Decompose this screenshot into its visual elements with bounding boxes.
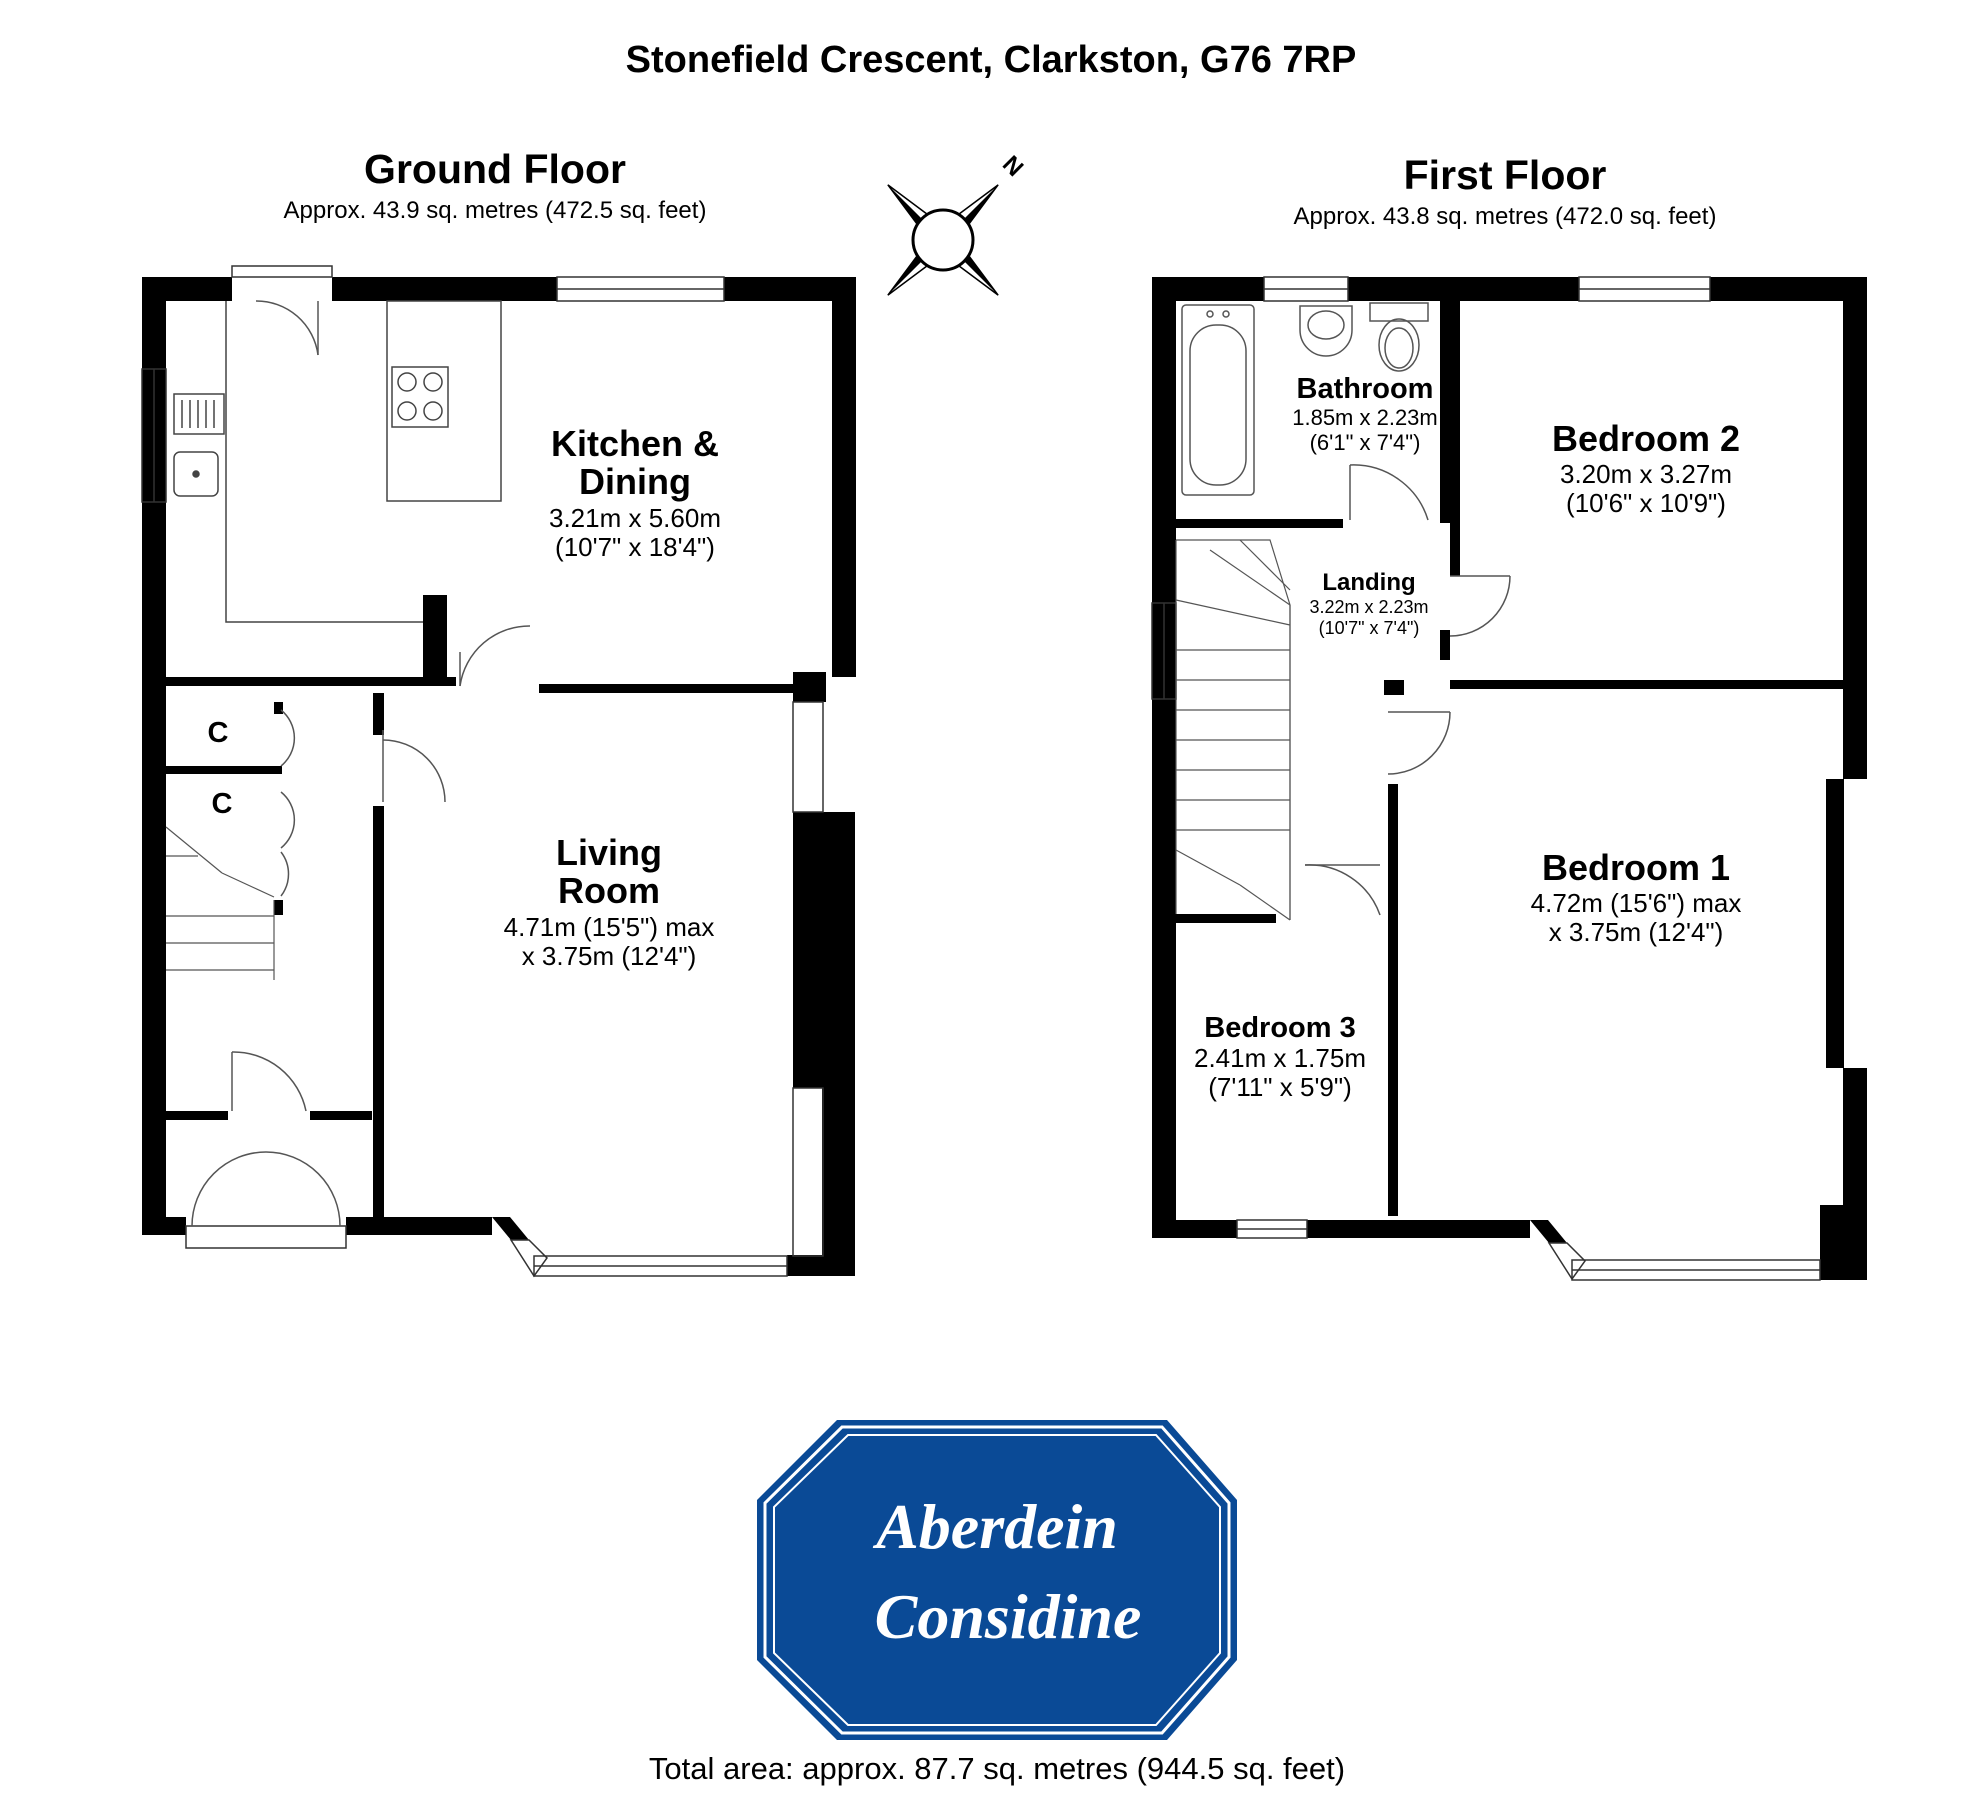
room-dimensions: 1.85m x 2.23m: [1292, 405, 1438, 430]
room-dimensions: 3.21m x 5.60m: [549, 503, 721, 533]
cupboard-label: C: [208, 717, 229, 749]
bathroom-fixtures: [1181, 302, 1429, 496]
logo-line-1: Aberdein: [872, 1491, 1118, 1562]
room-dimensions: (7'11" x 5'9"): [1208, 1072, 1352, 1102]
room-bedroom-3: Bedroom 3 2.41m x 1.75m (7'11" x 5'9"): [1194, 1012, 1366, 1102]
compass-rose: N: [887, 151, 1028, 296]
ground-floor-area: Approx. 43.9 sq. metres (472.5 sq. feet): [284, 197, 707, 224]
first-floor-plan: First Floor Approx. 43.8 sq. metres (472…: [1151, 152, 1867, 1281]
ground-floor-stairs: [165, 826, 275, 980]
room-dimensions: (10'6" x 10'9"): [1566, 488, 1726, 518]
room-dimensions: 2.41m x 1.75m: [1194, 1043, 1366, 1073]
ground-floor-windows: [141, 265, 824, 1278]
room-dimensions: 4.72m (15'6") max: [1531, 888, 1742, 918]
room-living-room: Living Room 4.71m (15'5") max x 3.75m (1…: [504, 832, 715, 971]
room-dimensions: x 3.75m (12'4"): [1549, 917, 1724, 947]
room-name: Dining: [579, 461, 691, 502]
room-dimensions: (10'7" x 18'4"): [555, 532, 715, 562]
first-floor-stairs: [1175, 539, 1291, 921]
room-dimensions: 3.22m x 2.23m: [1309, 597, 1428, 617]
room-landing: Landing 3.22m x 2.23m (10'7" x 7'4"): [1309, 569, 1428, 638]
room-bedroom-2: Bedroom 2 3.20m x 3.27m (10'6" x 10'9"): [1552, 418, 1740, 518]
total-area: Total area: approx. 87.7 sq. metres (944…: [649, 1751, 1345, 1786]
room-name: Landing: [1322, 569, 1415, 596]
room-dimensions: (10'7" x 7'4"): [1319, 618, 1420, 638]
first-floor-walls: [1152, 277, 1867, 1280]
property-address-title: Stonefield Crescent, Clarkston, G76 7RP: [626, 39, 1357, 81]
room-bedroom-1: Bedroom 1 4.72m (15'6") max x 3.75m (12'…: [1531, 847, 1742, 947]
first-floor-area: Approx. 43.8 sq. metres (472.0 sq. feet): [1294, 203, 1717, 230]
room-dimensions: 3.20m x 3.27m: [1560, 459, 1732, 489]
cupboard-label: C: [212, 788, 233, 820]
room-name: Kitchen &: [551, 423, 719, 464]
room-name: Bedroom 2: [1552, 418, 1740, 459]
north-label: N: [997, 151, 1028, 182]
room-name: Bedroom 3: [1204, 1012, 1355, 1044]
first-floor-doors: [1304, 464, 1511, 916]
room-dimensions: 4.71m (15'5") max: [504, 912, 715, 942]
ground-floor-plan: Ground Floor Approx. 43.9 sq. metres (47…: [141, 146, 856, 1278]
agency-logo: Aberdein Considine: [757, 1420, 1237, 1740]
first-floor-title: First Floor: [1404, 152, 1607, 198]
ground-floor-walls: [142, 277, 856, 1276]
room-kitchen-dining: Kitchen & Dining 3.21m x 5.60m (10'7" x …: [549, 423, 721, 562]
room-name: Room: [558, 870, 660, 911]
first-floor-windows: [1151, 276, 1821, 1281]
room-dimensions: x 3.75m (12'4"): [522, 941, 697, 971]
logo-line-2: Considine: [875, 1581, 1142, 1652]
room-name: Living: [556, 832, 662, 873]
room-dimensions: (6'1" x 7'4"): [1310, 430, 1421, 455]
room-name: Bathroom: [1297, 373, 1434, 405]
room-name: Bedroom 1: [1542, 847, 1730, 888]
ground-floor-doors: [191, 300, 531, 1227]
kitchen-fittings: [173, 300, 502, 623]
ground-floor-title: Ground Floor: [364, 146, 626, 192]
room-bathroom: Bathroom 1.85m x 2.23m (6'1" x 7'4"): [1292, 373, 1438, 455]
